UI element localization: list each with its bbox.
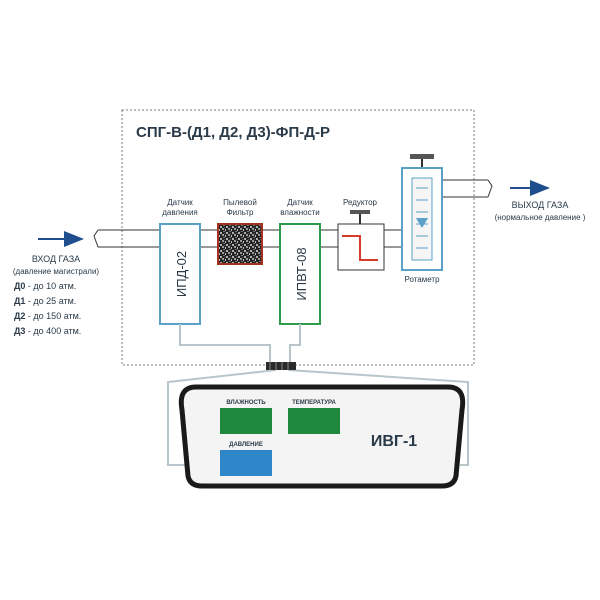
pressure-range-text: - до 150 атм.: [25, 311, 81, 321]
pressure-range-code: Д3: [14, 326, 25, 336]
pressure-range-text: - до 400 атм.: [25, 326, 81, 336]
rotameter-icon: [401, 154, 443, 271]
pressure-range-text: - до 25 атм.: [25, 296, 76, 306]
temperature-display: [288, 408, 340, 434]
dust-filter-caption-1: Пылевой: [223, 198, 257, 207]
pressure-range-code: Д0: [14, 281, 25, 291]
pressure-sensor-box: [159, 223, 201, 325]
humidity-sensor-caption-2: влажности: [280, 208, 320, 217]
pressure-display-label: ДАВЛЕНИЕ: [229, 442, 263, 448]
pressure-range-text: - до 10 атм.: [25, 281, 76, 291]
pressure-display: [220, 450, 272, 476]
system-enclosure: [121, 109, 475, 366]
humidity-display-label: ВЛАЖНОСТЬ: [226, 400, 266, 406]
cable-connector: [266, 362, 296, 370]
dust-filter-box: [217, 223, 263, 265]
rotameter-caption: Ротаметр: [404, 275, 440, 284]
humidity-sensor-name: ИПВТ-08: [294, 247, 309, 300]
pressure-range-code: Д1: [14, 296, 25, 306]
gas-in-note: (давление магистрали): [13, 267, 100, 276]
pressure-sensor-name: ИПД-02: [174, 251, 189, 297]
pressure-range-1: Д1 - до 25 атм.: [14, 296, 76, 306]
system-title: СПГ-В-(Д1, Д2, Д3)-ФП-Д-Р: [136, 124, 330, 141]
gas-pipeline: [93, 179, 493, 248]
pressure-range-3: Д3 - до 400 атм.: [14, 326, 81, 336]
gas-out-note: (нормальное давление ): [495, 213, 586, 222]
pressure-range-0: Д0 - до 10 атм.: [14, 281, 76, 291]
device-name: ИВГ-1: [371, 433, 417, 450]
pressure-range-2: Д2 - до 150 атм.: [14, 311, 81, 321]
reducer-caption: Редуктор: [343, 198, 378, 207]
humidity-display: [220, 408, 272, 434]
temperature-display-label: ТЕМПЕРАТУРА: [292, 400, 336, 406]
pressure-sensor-caption-1: Датчик: [167, 198, 193, 207]
signal-wires: [167, 324, 469, 466]
pressure-range-code: Д2: [14, 311, 25, 321]
reducer-valve-icon: [337, 210, 385, 271]
humidity-sensor-caption-1: Датчик: [287, 198, 313, 207]
gas-out-label: ВЫХОД ГАЗА: [512, 200, 569, 210]
pressure-ranges: Д0 - до 10 атм.Д1 - до 25 атм.Д2 - до 15…: [14, 281, 81, 336]
dust-filter-caption-2: Фильтр: [227, 208, 254, 217]
gas-in-label: ВХОД ГАЗА: [32, 254, 80, 264]
pressure-sensor-caption-2: давления: [162, 208, 198, 217]
